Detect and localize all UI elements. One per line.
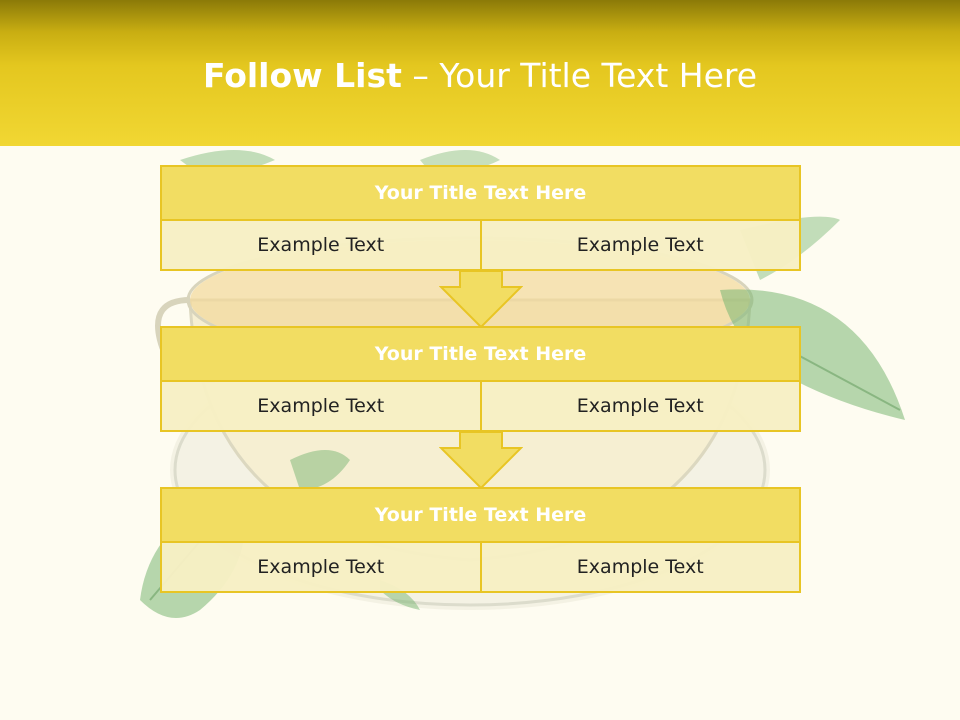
list-block-3: Your Title Text Here Example Text Exampl… [160,487,801,593]
down-arrow-icon [439,432,523,490]
block-row: Example Text Example Text [160,382,801,432]
block-title: Your Title Text Here [160,326,801,382]
block-cell-right: Example Text [479,221,801,271]
block-cell-right: Example Text [479,543,801,593]
slide-title: Follow List – Your Title Text Here [0,52,960,100]
slide-title-rest: – Your Title Text Here [401,56,758,95]
block-cell-right: Example Text [479,382,801,432]
block-title: Your Title Text Here [160,165,801,221]
down-arrow-icon [439,271,523,329]
block-row: Example Text Example Text [160,543,801,593]
block-cell-left: Example Text [160,543,482,593]
block-cell-left: Example Text [160,382,482,432]
list-block-2: Your Title Text Here Example Text Exampl… [160,326,801,432]
list-block-1: Your Title Text Here Example Text Exampl… [160,165,801,271]
title-banner: Follow List – Your Title Text Here [0,0,960,146]
block-title: Your Title Text Here [160,487,801,543]
slide-title-bold: Follow List [202,56,402,95]
block-cell-left: Example Text [160,221,482,271]
block-row: Example Text Example Text [160,221,801,271]
